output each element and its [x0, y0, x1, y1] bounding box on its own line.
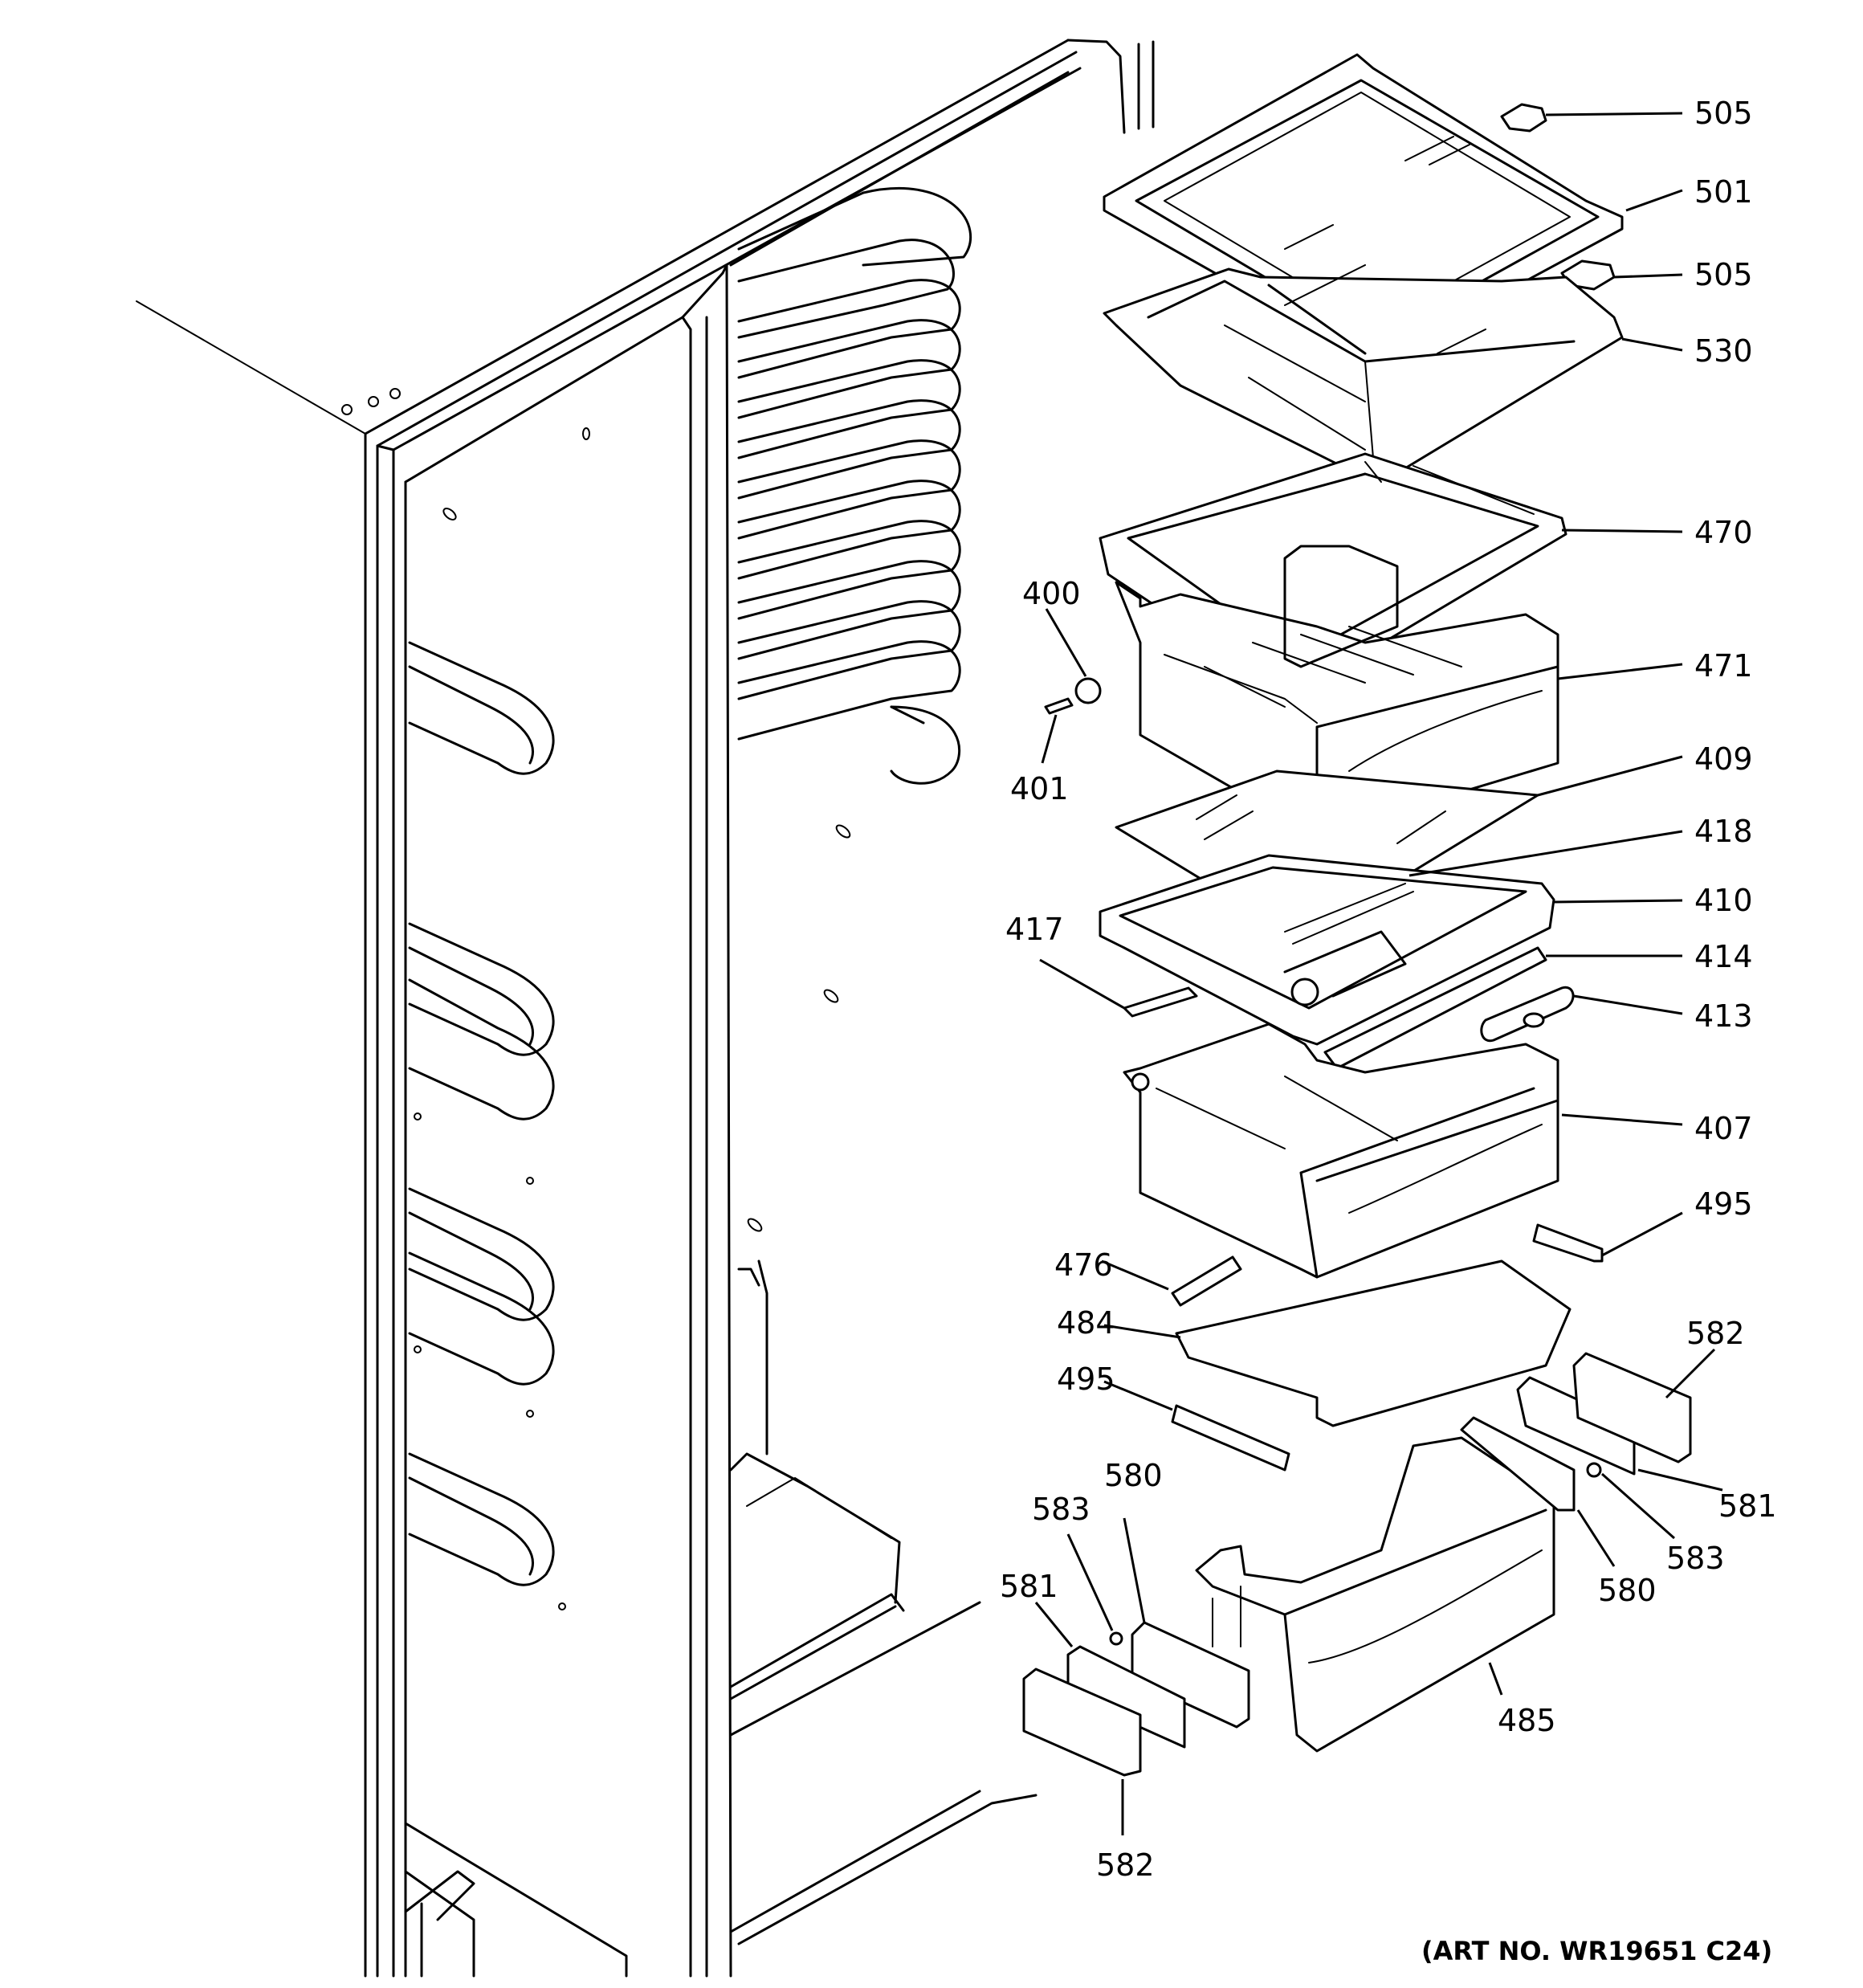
callout-470: 470 — [1694, 515, 1753, 550]
crisper-drawer-407 — [1123, 1023, 1559, 1279]
pan-485 — [1195, 1436, 1555, 1753]
roller-400 — [1074, 677, 1102, 704]
callout-417: 417 — [1005, 912, 1064, 947]
callout-580b: 580 — [1598, 1573, 1657, 1608]
callout-418: 418 — [1694, 814, 1753, 849]
screw-583-right — [1586, 1462, 1602, 1478]
callout-583b: 583 — [1666, 1541, 1725, 1576]
callout-485: 485 — [1498, 1703, 1556, 1738]
callout-581a: 581 — [1718, 1488, 1777, 1524]
bracket-581-right — [1516, 1376, 1636, 1476]
clip-505-top — [1500, 103, 1547, 133]
refrigerator-cabinet — [136, 39, 1155, 1978]
drawer-frame-410 — [1099, 854, 1555, 1046]
callout-583a: 583 — [1032, 1492, 1090, 1527]
rail-417 — [1123, 986, 1198, 1018]
screw-401 — [1044, 697, 1074, 715]
leader-lines — [1034, 112, 1723, 1835]
callout-582a: 582 — [1686, 1316, 1745, 1351]
cover-582-left — [1022, 1668, 1142, 1777]
shelf-holes — [414, 427, 851, 1610]
callout-409: 409 — [1694, 741, 1753, 777]
screw-583-left — [1109, 1631, 1123, 1646]
callout-582b: 582 — [1096, 1847, 1155, 1883]
crisper-cover-484 — [1175, 1259, 1572, 1427]
rail-476 — [1171, 1255, 1242, 1307]
rail-495-right — [1532, 1223, 1604, 1263]
callout-484: 484 — [1057, 1305, 1115, 1341]
bracket-580-right — [1460, 1416, 1576, 1512]
callout-505b: 505 — [1694, 257, 1753, 292]
callout-501: 501 — [1694, 174, 1753, 210]
callout-labels: 505 501 505 530 470 471 409 418 410 414 … — [1000, 96, 1777, 1883]
cover-418 — [1284, 883, 1414, 945]
cover-582-right — [1572, 1352, 1692, 1463]
rail-495-left — [1171, 1404, 1290, 1472]
callout-581b: 581 — [1000, 1569, 1058, 1604]
callout-495b: 495 — [1057, 1361, 1115, 1397]
callout-401: 401 — [1010, 771, 1069, 806]
callout-413: 413 — [1694, 998, 1753, 1034]
split-shelf-530 — [1103, 264, 1624, 480]
callout-530: 530 — [1694, 333, 1753, 369]
callout-410: 410 — [1694, 883, 1753, 918]
fresh-food-rails — [408, 641, 555, 1586]
trim-414 — [1323, 946, 1547, 1070]
callout-505a: 505 — [1694, 96, 1753, 131]
callout-414: 414 — [1694, 939, 1753, 974]
snack-drawer-471 — [1115, 545, 1559, 837]
callout-407: 407 — [1694, 1111, 1753, 1146]
art-number: (ART NO. WR19651 C24) — [1421, 1936, 1772, 1966]
callout-400: 400 — [1022, 576, 1081, 611]
freezer-shelf-ribs — [737, 187, 972, 785]
callout-495a: 495 — [1694, 1186, 1753, 1222]
callout-580a: 580 — [1104, 1458, 1163, 1493]
callout-471: 471 — [1694, 648, 1753, 684]
callout-476: 476 — [1054, 1247, 1113, 1283]
handle-413 — [1480, 986, 1575, 1043]
